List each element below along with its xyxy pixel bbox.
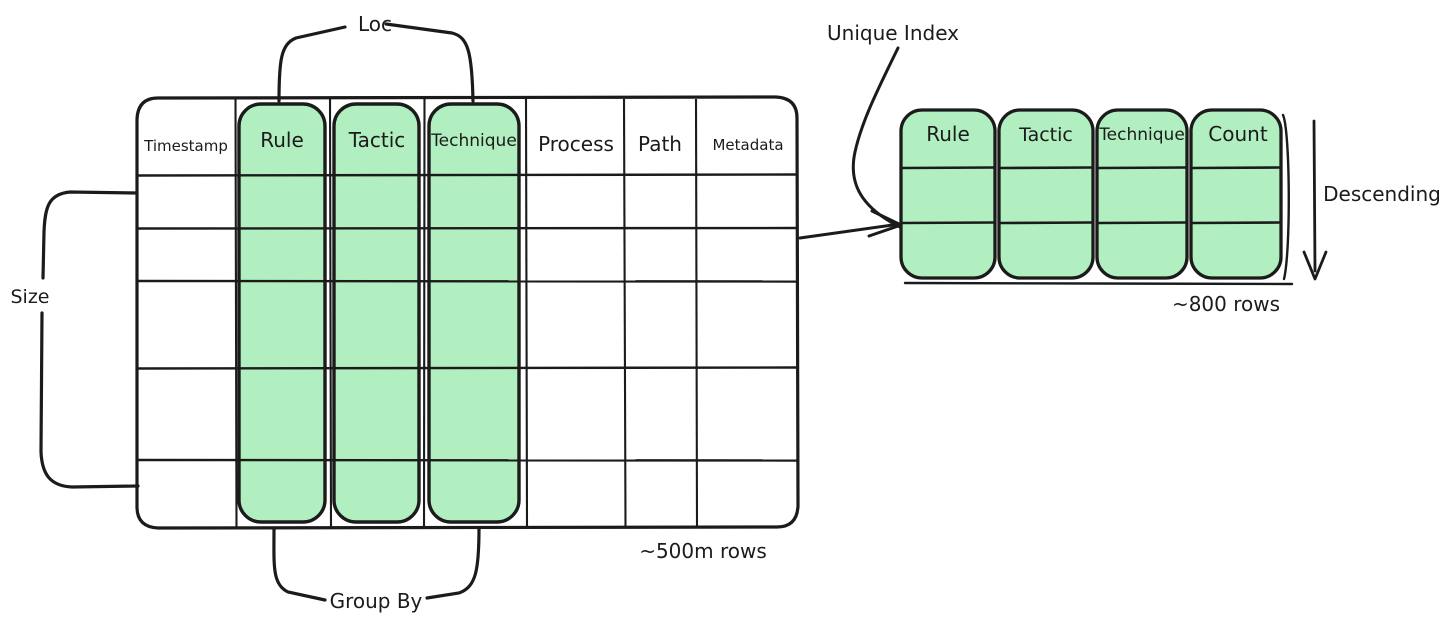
bracket-size: Size <box>10 190 140 489</box>
source-header-tactic: Tactic <box>348 128 406 152</box>
annotation-unique-index: Unique Index <box>827 21 959 229</box>
target-row-count-label: ~800 rows <box>1172 292 1280 316</box>
source-header-path: Path <box>638 132 682 156</box>
target-header-tactic: Tactic <box>1018 124 1073 146</box>
source-header-timestamp: Timestamp <box>143 137 228 155</box>
target-column-tactic <box>997 108 1095 280</box>
source-table: Timestamp Rule Tactic Technique Process … <box>135 95 800 563</box>
bracket-size-label: Size <box>10 286 49 308</box>
unique-index-label: Unique Index <box>827 21 959 45</box>
target-table: Rule Tactic Technique Count ~800 rows <box>899 108 1294 316</box>
descending-arrow-head <box>1302 250 1328 281</box>
source-header-process: Process <box>538 132 614 156</box>
target-column-count <box>1189 108 1283 280</box>
target-header-rule: Rule <box>926 122 970 146</box>
source-table-column-dividers <box>234 98 699 527</box>
highlight-column-technique <box>429 104 519 522</box>
highlight-column-rule <box>239 104 325 522</box>
source-header-metadata: Metadata <box>712 136 783 154</box>
target-column-rule <box>899 108 997 280</box>
target-table-baseline <box>903 281 1294 286</box>
annotation-descending: Descending <box>1302 119 1440 281</box>
source-table-outline <box>135 95 800 530</box>
source-table-row-dividers <box>137 173 797 462</box>
bracket-loc-label: Loc <box>358 12 392 36</box>
target-column-technique <box>1095 108 1189 280</box>
descending-arrow-shaft <box>1312 119 1317 273</box>
bracket-loc: Loc <box>277 12 475 103</box>
bracket-group-by: Group By <box>272 526 481 613</box>
descending-label: Descending <box>1323 182 1440 206</box>
source-row-count-label: ~500m rows <box>639 539 767 563</box>
highlighted-columns-fill <box>239 104 519 522</box>
unique-index-leader-line <box>851 46 902 229</box>
target-columns <box>899 108 1283 280</box>
highlighted-column-outlines <box>237 102 521 524</box>
connector-arrow <box>798 209 903 240</box>
target-header-technique: Technique <box>1098 125 1185 145</box>
target-table-right-sketch-line <box>1281 113 1290 281</box>
highlight-column-tactic <box>334 104 419 522</box>
source-header-rule: Rule <box>260 128 304 152</box>
source-header-technique: Technique <box>430 131 517 151</box>
bracket-group-by-label: Group By <box>330 589 423 613</box>
target-row-dividers <box>901 166 1281 225</box>
target-header-count: Count <box>1208 122 1268 146</box>
